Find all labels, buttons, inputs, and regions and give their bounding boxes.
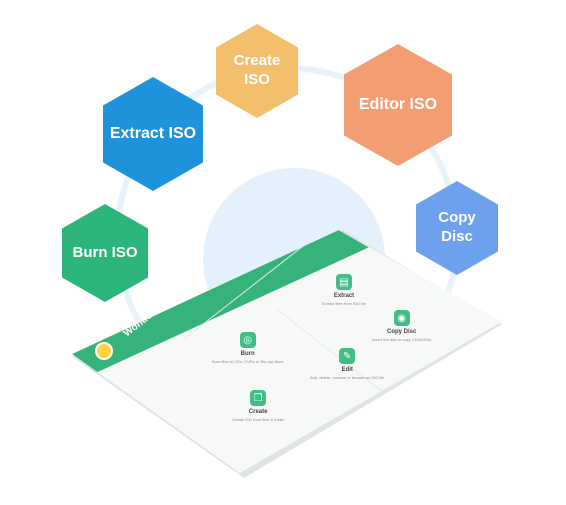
app-logo-icon (95, 342, 113, 360)
create-icon: ❐ (250, 390, 267, 406)
app-card-copy-disc-title: Copy Disc (387, 329, 417, 335)
editor-iso-label: Editor ISO (358, 96, 438, 113)
app-card-create-desc: Create ISO from files & folder (232, 417, 285, 422)
copy-disc-label-line2: Disc (441, 228, 473, 245)
app-card-extract-title: Extract (333, 293, 355, 299)
app-card-extract[interactable]: ▤ Extract Extract files from ISO file (322, 274, 366, 306)
edit-icon: ✎ (339, 348, 356, 364)
app-card-burn[interactable]: ◎ Burn Burn files to CDs, DVDs or Blu-ra… (212, 332, 283, 364)
extract-icon: ▤ (336, 274, 352, 290)
copy-disc-label-line1: Copy (438, 209, 476, 227)
app-card-burn-desc: Burn files to CDs, DVDs or Blu-ray discs (212, 359, 284, 364)
copy-disc-icon: ◉ (393, 310, 410, 326)
create-iso-label-line2: ISO (244, 71, 270, 88)
burn-iso-label: Burn ISO (72, 243, 138, 261)
app-window-body: Wondershare WonderISO ◎ Burn Burn files … (72, 230, 502, 474)
app-card-edit-desc: Add, delete, rename or browse an ISO fil… (310, 375, 385, 380)
app-card-copy-disc-desc: Insert the disc to copy CDs/DVDs (372, 337, 432, 342)
create-iso-label-line1: Create (233, 52, 281, 70)
burn-icon: ◎ (239, 332, 256, 348)
app-card-edit-title: Edit (341, 367, 353, 373)
app-card-burn-title: Burn (240, 351, 255, 357)
app-card-edit[interactable]: ✎ Edit Add, delete, rename or browse an … (310, 348, 384, 380)
app-card-create[interactable]: ❐ Create Create ISO from files & folder (232, 390, 284, 422)
app-header-bar (72, 230, 369, 374)
app-window-mockup: Wondershare WonderISO ◎ Burn Burn files … (72, 230, 502, 478)
app-card-copy-disc[interactable]: ◉ Copy Disc Insert the disc to copy CDs/… (372, 310, 431, 342)
app-card-create-title: Create (248, 409, 268, 415)
app-card-extract-desc: Extract files from ISO file (322, 301, 367, 306)
extract-iso-label: Extract ISO (109, 125, 197, 142)
